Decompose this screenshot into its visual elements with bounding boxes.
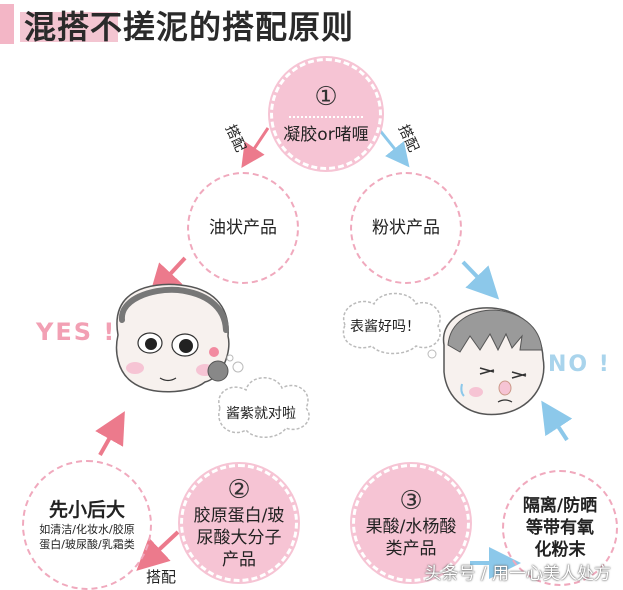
node-collagen-label: 胶原蛋白/玻尿酸大分子产品 [193, 506, 285, 570]
node-small-first-title: 先小后大 [48, 499, 125, 521]
node-gel-number: ① [314, 82, 338, 112]
arrow-right-down [461, 260, 500, 300]
arrow-left-down [149, 256, 187, 297]
node-collagen-number: ② [227, 475, 251, 505]
node-collagen: ② 胶原蛋白/玻尿酸大分子产品 [180, 464, 298, 582]
node-powder: 粉状产品 [350, 172, 462, 284]
node-acid-number: ③ [399, 486, 423, 516]
title-part1: 混搭 [24, 8, 91, 46]
unhappy-face-illustration [442, 307, 545, 416]
node-acid: ③ 果酸/水杨酸类产品 [352, 464, 470, 582]
node-small-first: 先小后大 如清洁/化妆水/胶原蛋白/玻尿酸/乳霜类 [22, 460, 152, 590]
node-oil: 油状产品 [187, 172, 299, 284]
arrow-top-left [241, 127, 270, 168]
node-sunscreen-label: 隔离/防晒等带有氧化粉末 [522, 496, 598, 560]
watermark: 头条号 / 用一心美人处方 [424, 564, 611, 584]
pair-label-bottom: 搭配 [146, 568, 177, 586]
node-sunscreen: 隔离/防晒等带有氧化粉末 [502, 470, 618, 586]
node-small-first-desc: 如清洁/化妆水/胶原蛋白/玻尿酸/乳霜类 [39, 523, 135, 551]
title-highlight [20, 12, 118, 42]
node-gel: ① 凝胶or啫喱 [270, 58, 382, 170]
node-acid-label: 果酸/水杨酸类产品 [365, 517, 457, 559]
node-gel-label: 凝胶or啫喱 [283, 125, 369, 145]
bubble-text-left: 酱紫就对啦 [226, 406, 296, 422]
arrow-bottom-left-up [95, 411, 125, 456]
node-oil-label: 油状产品 [209, 218, 277, 238]
yes-label: YES ! [36, 318, 117, 346]
no-label: NO ! [548, 352, 611, 377]
arrow-mid-to-left [136, 530, 180, 571]
cloud-bubble-left [218, 354, 310, 438]
node-powder-label: 粉状产品 [372, 218, 440, 238]
arrow-bottom-right-up [541, 400, 573, 442]
node-gel-divider [288, 116, 364, 118]
cloud-bubble-right [342, 292, 441, 359]
title-accent-bar [0, 4, 14, 44]
bubble-text-right: 表酱好吗！ [350, 319, 420, 335]
arrow-top-right [376, 127, 410, 168]
title-part2: 不搓泥的搭配原则 [90, 8, 355, 46]
happy-face-illustration [115, 283, 230, 393]
